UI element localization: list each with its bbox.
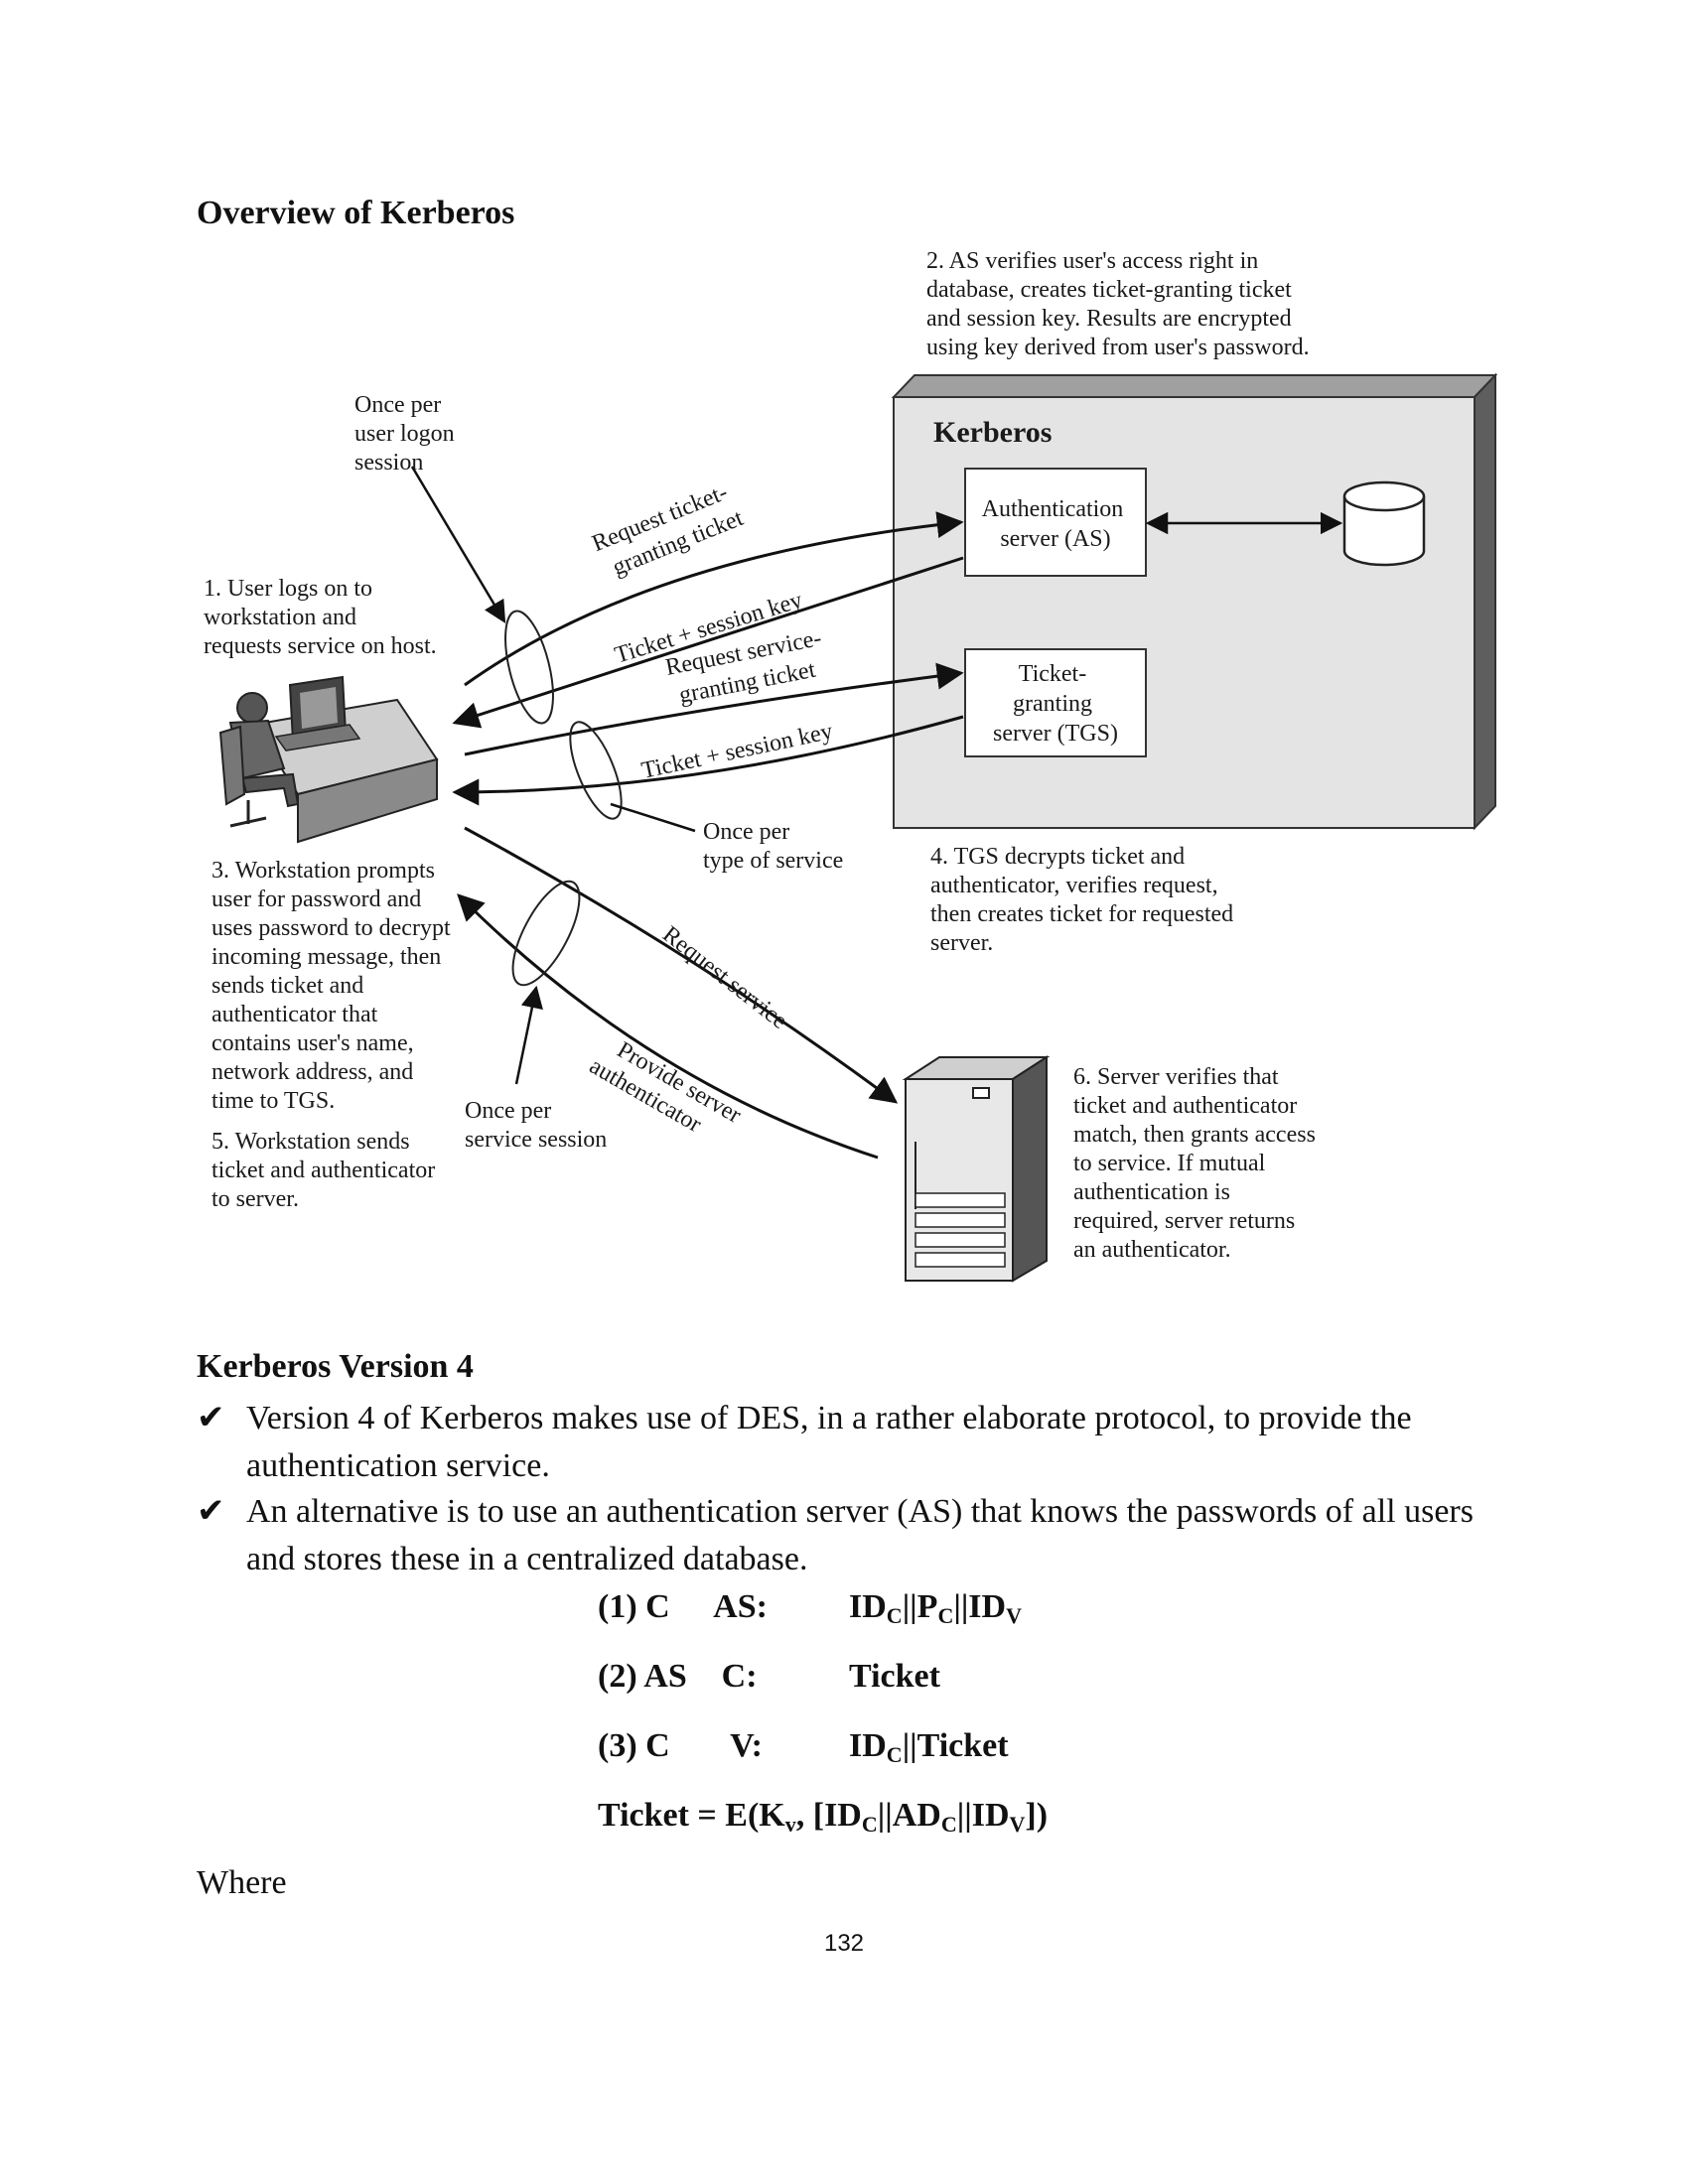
equation-3-label: (3) C  V: xyxy=(598,1727,763,1764)
kerberos-label: Kerberos xyxy=(933,416,1052,449)
bullet-text: Version 4 of Kerberos makes use of DES, … xyxy=(246,1400,1412,1484)
tgs-label-line: granting xyxy=(1013,691,1092,717)
kerberos-diagram: Kerberos Authentication server (AS) Tick… xyxy=(204,248,1498,1283)
equation-1-label: (1) C  AS: xyxy=(598,1588,768,1625)
request-sgt-arrow xyxy=(464,662,964,756)
page-number: 132 xyxy=(823,1930,865,1957)
provide-authenticator-arrow xyxy=(457,893,879,1160)
user-workstation-icon xyxy=(218,675,439,844)
once-per-type-note: Once per type of service xyxy=(703,819,843,874)
equation-1-value: IDC||PC||IDV xyxy=(849,1588,1022,1628)
database-icon xyxy=(1342,480,1426,567)
request-service-arrow xyxy=(464,826,899,1104)
svg-text:Authentication server (AS): Authentication server (AS) xyxy=(982,496,1130,552)
equation-3-value: IDC||Ticket xyxy=(849,1727,1009,1767)
section-title-overview: Overview of Kerberos xyxy=(197,195,515,231)
step-5-text: 5. Workstation sends ticket and authenti… xyxy=(211,1129,441,1212)
request-service-label: Request service xyxy=(657,921,791,1034)
service-session-pointer xyxy=(514,985,543,1085)
once-per-session-note: Once per service session xyxy=(465,1098,607,1153)
as-label-line: Authentication xyxy=(982,496,1124,522)
equation-2-value: Ticket xyxy=(849,1658,940,1695)
tgs-box xyxy=(964,648,1147,757)
ticket-session-key-label-2: Ticket + session key xyxy=(639,719,835,784)
request-tgt-label: Request ticket- granting ticket xyxy=(589,478,749,585)
bullet-text: An alternative is to use an authenticati… xyxy=(246,1493,1474,1577)
section-title-v4: Kerberos Version 4 xyxy=(197,1348,474,1385)
tgs-label-line: Ticket- xyxy=(1019,661,1086,687)
ticket-session-key-arrow-2 xyxy=(452,715,964,806)
where-text: Where xyxy=(197,1864,287,1901)
logon-pointer xyxy=(410,466,506,623)
step-1-text: 1. User logs on to workstation and reque… xyxy=(204,576,437,659)
ticket-definition: Ticket = E(Kv, [IDC||ADC||IDV]) xyxy=(598,1797,1049,1837)
request-tgt-arrow xyxy=(464,511,964,687)
svg-text:Ticket- granting serve: Ticket- granting server (TGS) xyxy=(993,661,1118,747)
tgs-label-line: server (TGS) xyxy=(993,721,1118,747)
authentication-server-box xyxy=(964,468,1147,577)
server-icon xyxy=(902,1055,1051,1283)
step-2-text: 2. AS verifies user's access right in da… xyxy=(926,248,1310,360)
service-type-pointer xyxy=(610,802,696,833)
once-per-logon-note: Once per user logon session xyxy=(354,392,461,476)
step-4-text: 4. TGS decrypts ticket and authenticator… xyxy=(930,844,1239,956)
equation-2-label: (2) AS C: xyxy=(598,1658,758,1695)
service-session-ellipse xyxy=(511,880,581,987)
ticket-session-key-arrow-1 xyxy=(452,556,964,729)
service-type-ellipse xyxy=(569,721,623,820)
logon-session-ellipse xyxy=(504,610,554,725)
step-6-text: 6. Server verifies that ticket and authe… xyxy=(1073,1064,1322,1263)
checkmark-icon: ✔ xyxy=(197,1400,225,1436)
as-label-line: server (AS) xyxy=(1000,526,1110,552)
checkmark-icon: ✔ xyxy=(197,1493,225,1530)
step-3-text: 3. Workstation prompts user for password… xyxy=(211,858,457,1114)
